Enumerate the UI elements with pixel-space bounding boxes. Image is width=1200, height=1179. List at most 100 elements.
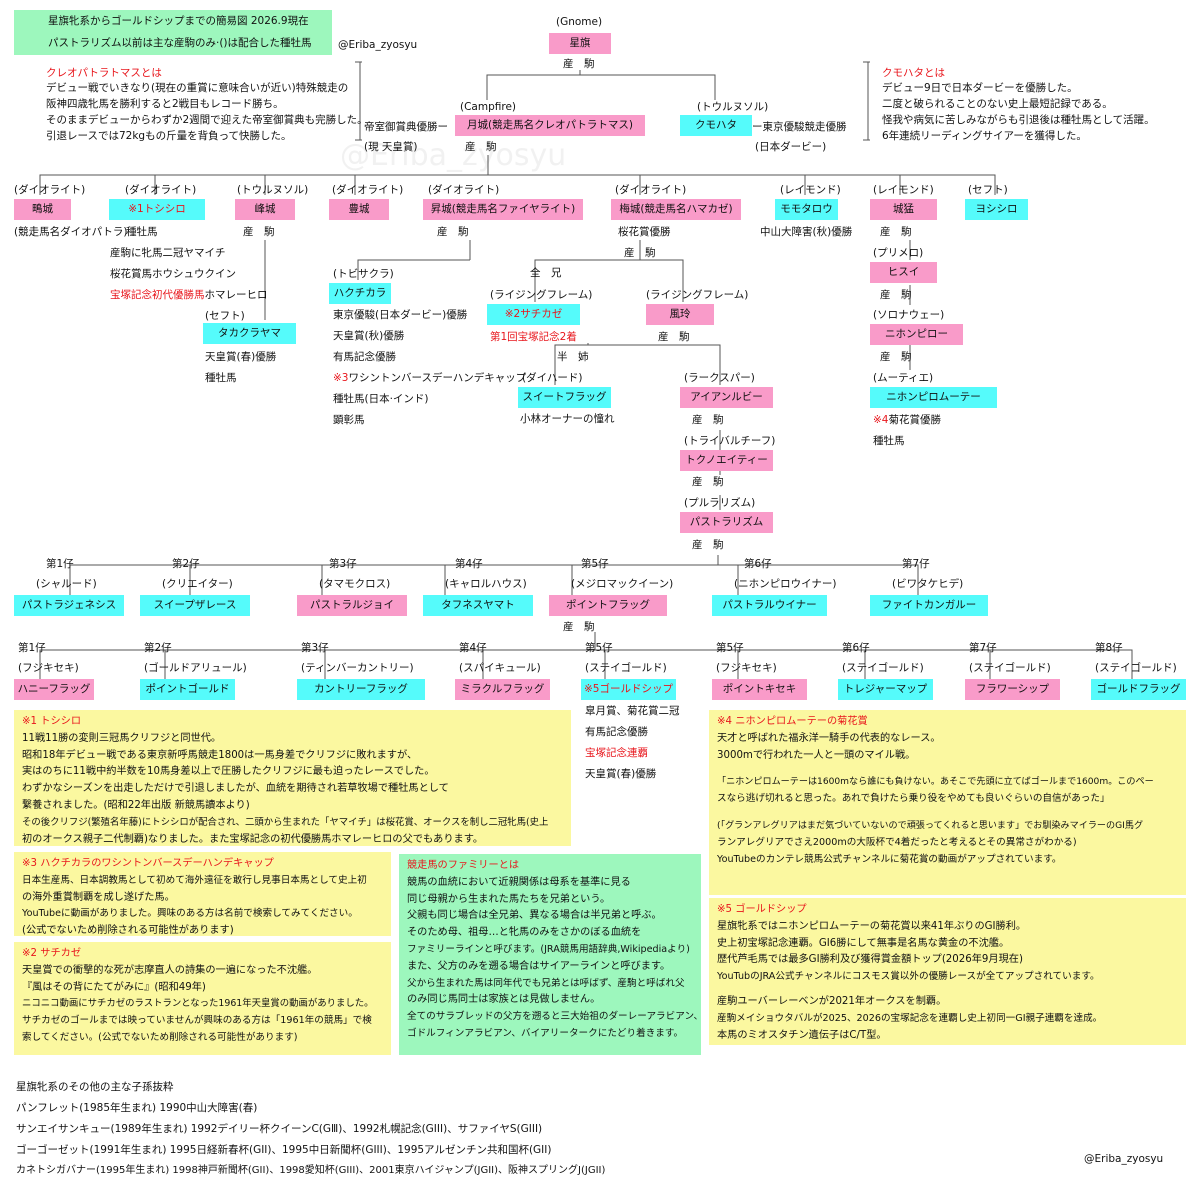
- takakurayama-sire: (セフト): [205, 310, 245, 322]
- note-hakuchikara: ※3 ハクチカラのワシントンバースデーハンデキャップ 日本生産馬、日本調教馬とし…: [14, 852, 391, 936]
- note-line: 競馬の血統において近親関係は母系を基準に見る: [407, 876, 631, 888]
- note-moutiez: ※4 ニホンピロムーテーの菊花賞 天才と呼ばれた福永洋一騎手の代表的なレース。 …: [709, 710, 1186, 895]
- horse-takakurayama[interactable]: タカクラヤマ: [203, 323, 296, 344]
- toyo-sire: (ダイオライト): [332, 184, 404, 196]
- child-sire: (スパイキュール): [459, 662, 541, 674]
- horse-pointflag-child[interactable]: ポイントキセキ: [712, 679, 807, 700]
- note-line: 全てのサラブレッドの父方を遡ると三大始祖のダーレーアラビアン、: [407, 1011, 704, 1023]
- footer-handle[interactable]: @Eriba_zyosyu: [1084, 1153, 1164, 1165]
- kumohata-note2: (日本ダービー): [755, 141, 827, 153]
- horse-kumohata[interactable]: クモハタ: [680, 115, 752, 136]
- child-sire: (ステイゴールド): [585, 662, 667, 674]
- note-line: (「グランアレグリアはまだ気づいていないので頑張ってくれると思います」でお馴染み…: [717, 820, 1144, 831]
- horse-nihonpillow[interactable]: ニホンピロー: [870, 324, 963, 345]
- takakurayama-note: 天皇賞(春)優勝: [205, 351, 277, 363]
- note-line: ランアレグリアでさえ2000mの大阪杯で4着だったと考えるとその異常さがわかる): [717, 836, 1077, 848]
- goldship-note: 皐月賞、菊花賞二冠: [585, 705, 680, 717]
- others-title: 星旗牝系のその他の主な子孫抜粋: [16, 1081, 174, 1093]
- note-sachikaze: ※2 サチカゼ 天皇賞での衝撃的な死が志摩直人の詩集の一遍になった不沈艦。 『風…: [14, 942, 391, 1055]
- shigi-note: (競走馬名ダイオパトラ): [14, 226, 128, 238]
- sanku-label: 産 駒: [880, 226, 912, 238]
- horse-pointflag-child[interactable]: ポイントゴールド: [140, 679, 235, 700]
- header-handle[interactable]: @Eriba_zyosyu: [338, 39, 418, 51]
- note-line: 父親も同じ場合は全兄弟、異なる場合は半兄弟と呼ぶ。: [407, 910, 662, 922]
- horse-pastral-child[interactable]: ポイントフラッグ: [549, 595, 667, 616]
- sanku-label: 産 駒: [465, 141, 497, 153]
- horse-pointflag-child[interactable]: フラワーシップ: [965, 679, 1060, 700]
- toshishiro-note: 桜花賞馬ホウシュウクイン: [110, 268, 236, 280]
- horse-mine[interactable]: 峰城: [235, 199, 295, 220]
- horse-toshishiro[interactable]: ※1トシシロ: [109, 199, 205, 220]
- others-line: カネトシガバナー(1995年生まれ) 1998神戸新聞杯(GII)、1998愛知…: [16, 1165, 606, 1176]
- root-sire: (Gnome): [556, 16, 603, 28]
- sanku-label: 産 駒: [692, 476, 724, 488]
- horse-pastral-child[interactable]: パストラジェネシス: [14, 595, 124, 616]
- sanku-label: 産 駒: [880, 351, 912, 363]
- horse-pastral-child[interactable]: スイープザレース: [140, 595, 250, 616]
- horse-pastral-child[interactable]: ファイトカンガルー: [870, 595, 988, 616]
- note-line: のみ同じ馬同士は家族とは見做しません。: [407, 994, 601, 1006]
- kumohata-line: デビュー9日で日本ダービーを優勝した。: [882, 82, 1078, 94]
- child-sire: (ティンバーカントリー): [301, 662, 414, 674]
- note-line: 繋養されました。(昭和22年出版 新競馬讀本より): [22, 799, 250, 811]
- horse-noboru[interactable]: 昇城(競走馬名ファイヤライト): [423, 199, 583, 220]
- sanku-label: 産 駒: [692, 539, 724, 551]
- child-sire: (シャルード): [36, 578, 97, 590]
- child-order: 第5仔: [581, 558, 609, 570]
- horse-ironruby[interactable]: アイアンルビー: [680, 387, 773, 408]
- horse-pointflag-child[interactable]: トレジャーマップ: [838, 679, 933, 700]
- yoshishiro-sire: (セフト): [968, 184, 1008, 196]
- nihonpillow-sire: (ソロナウェー): [873, 309, 945, 321]
- goldship-note: 天皇賞(春)優勝: [585, 768, 657, 780]
- sanku-label: 産 駒: [437, 226, 469, 238]
- horse-gessho[interactable]: 月城(競走馬名クレオパトラトマス): [455, 115, 645, 136]
- kumohata-title: クモハタとは: [882, 67, 945, 79]
- note-line: 索してください。(公式でないため削除される可能性があります): [22, 1031, 298, 1043]
- horse-pastral-child[interactable]: パストラルウイナー: [712, 595, 827, 616]
- child-sire: (フジキセキ): [716, 662, 777, 674]
- kumohata-sire: (トウルヌソル): [697, 101, 769, 113]
- note-title: ※5 ゴールドシップ: [717, 904, 807, 915]
- ume-sire: (ダイオライト): [615, 184, 687, 196]
- horse-nihonpiromoutiez[interactable]: ニホンピロムーテー: [870, 387, 997, 408]
- horse-jomo[interactable]: 城猛: [870, 199, 937, 220]
- note-line: の海外重賞制覇を成し遂げた馬。: [22, 891, 175, 903]
- horse-tokunoeitee[interactable]: トクノエイティー: [680, 450, 773, 471]
- sanku-label: 産 駒: [243, 226, 275, 238]
- sanku-label: 産 駒: [563, 58, 595, 70]
- horse-pastral-child[interactable]: パストラルジョイ: [297, 595, 407, 616]
- horse-goldship[interactable]: ※5ゴールドシップ: [581, 679, 676, 700]
- others-line: ゴーゴーゼット(1991年生まれ) 1995日経新春杯(GII)、1995中日新…: [16, 1144, 552, 1156]
- momotaro-sire: (レイモンド): [780, 184, 841, 196]
- horse-shigi[interactable]: 鴫城: [14, 199, 71, 220]
- horse-ume[interactable]: 梅城(競走馬名ハマカゼ): [611, 199, 741, 220]
- pastralism-sire: (プルラリズム): [684, 497, 756, 509]
- horse-hisui[interactable]: ヒスイ: [870, 262, 937, 283]
- note-family: 競走馬のファミリーとは 競馬の血統において近親関係は母系を基準に見る 同じ母親か…: [399, 854, 704, 1055]
- horse-seiki[interactable]: 星旗: [549, 33, 611, 54]
- horse-pointflag-child[interactable]: ハニーフラッグ: [14, 679, 94, 700]
- horse-momotaro[interactable]: モモタロウ: [775, 199, 838, 220]
- note-goldship: ※5 ゴールドシップ 星旗牝系ではニホンピロムーテーの菊花賞以来41年ぶりのGⅠ…: [709, 898, 1186, 1045]
- horse-sweetflag[interactable]: スイートフラッグ: [518, 387, 611, 408]
- sweetflag-sire: (ダイハード): [522, 372, 583, 384]
- note-toshishiro: ※1 トシシロ 11戦11勝の変則三冠馬クリフジと同世代。 昭和18年デビュー戦…: [14, 710, 571, 846]
- horse-pointflag-child[interactable]: ミラクルフラッグ: [455, 679, 550, 700]
- cleopatra-line: 阪神四歳牝馬を勝利すると2戦目もレコード勝ち。: [46, 98, 284, 110]
- child-order: 第6仔: [744, 558, 772, 570]
- cleopatra-line: デビュー戦でいきなり(現在の重賞に意味合いが近い)特殊競走の: [46, 82, 349, 94]
- horse-pointflag-child[interactable]: ゴールドフラッグ: [1091, 679, 1186, 700]
- horse-pastralism[interactable]: パストラリズム: [680, 512, 773, 533]
- toshishiro-note: 産駒に牝馬二冠ヤマイチ: [110, 247, 226, 259]
- horse-pointflag-child[interactable]: カントリーフラッグ: [297, 679, 425, 700]
- note-line: 天皇賞での衝撃的な死が志摩直人の詩集の一遍になった不沈艦。: [22, 964, 318, 976]
- horse-hakuchikara[interactable]: ハクチカラ: [329, 283, 391, 304]
- horse-yoshishiro[interactable]: ヨシシロ: [965, 199, 1028, 220]
- moutiez-note: ※4菊花賞優勝: [873, 413, 941, 427]
- horse-toyo[interactable]: 豊城: [329, 199, 389, 220]
- horse-sachikaze[interactable]: ※2サチカゼ: [487, 304, 580, 325]
- horse-pastral-child[interactable]: タフネスヤマト: [423, 595, 533, 616]
- note4-marker: ※4: [873, 414, 889, 426]
- horse-furei[interactable]: 風玲: [646, 304, 714, 325]
- sanku-label: 産 駒: [658, 331, 690, 343]
